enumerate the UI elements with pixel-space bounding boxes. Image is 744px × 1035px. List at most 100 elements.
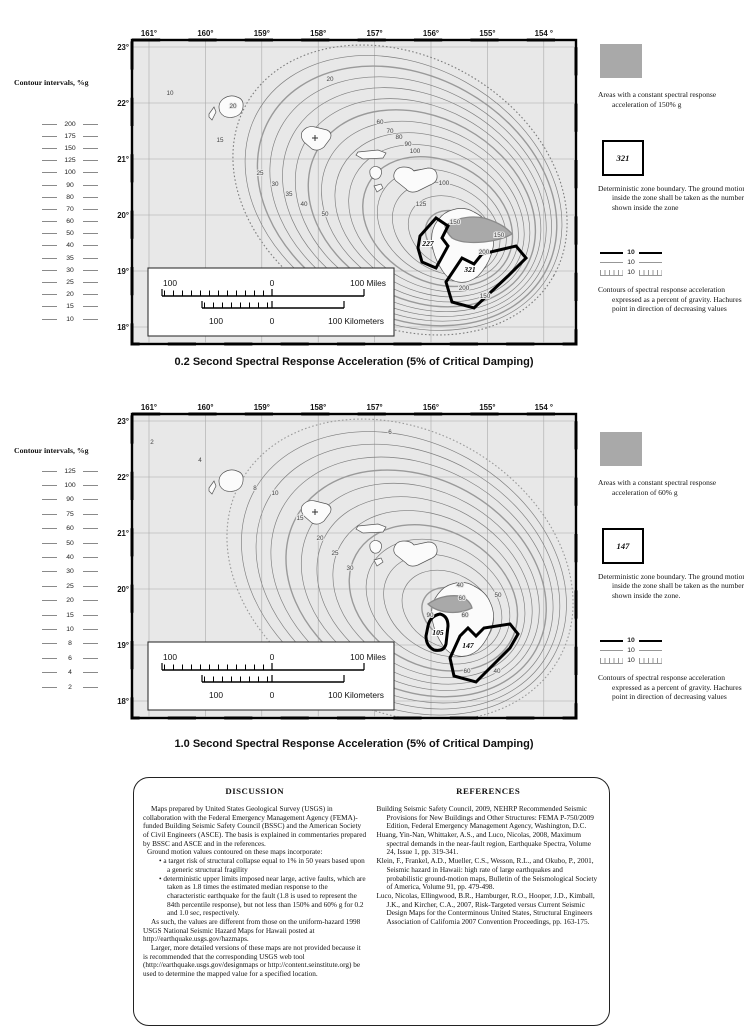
contour-interval-row: 60 [22,216,118,228]
contour-line-sample [83,485,98,487]
contour-line-sample [42,686,57,688]
longitude-label: 160° [197,403,213,412]
contour-interval-value: 15 [66,303,74,311]
contour-line-sample [42,257,57,259]
latitude-labels: 23°22°21°20°19°18° [117,43,129,332]
deterministic-zone-105 [424,612,450,652]
latitude-label: 21° [117,155,129,164]
contour-interval-row: 10 [22,622,118,636]
contour-interval-row: 100 [22,478,118,492]
contour-interval-value: 50 [66,230,74,238]
contour-sample-solid: 10 [600,636,744,646]
discussion-title: DISCUSSION [225,786,285,796]
contour-interval-legend-title: Contour intervals, %g [14,446,89,455]
contour-interval-row: 20 [22,289,118,301]
contour-sample-gray: 10 [600,646,744,656]
longitude-label: 155° [479,29,495,38]
gray-line-sample [639,650,662,652]
contour-value-label: 200 [479,249,490,256]
deterministic-zone-sample: 147 [602,527,644,564]
scale-miles-right: 100 Miles [350,652,386,662]
contour-interval-value: 25 [66,582,74,590]
contour-interval-value: 25 [66,279,74,287]
references-body: Building Seismic Safety Council, 2009, N… [377,805,601,927]
scale-miles-left: 100 [163,278,177,288]
contour-value-label: 125 [416,201,427,208]
contour-interval-row: 150 [22,142,118,154]
contour-sample-value: 10 [627,269,635,277]
island-kauai [218,95,244,118]
contour-line-sample [42,160,57,162]
island-molokai [355,523,387,534]
deterministic-zone-description: Deterministic zone boundary. The ground … [598,183,744,213]
contour-samples: 10 10 10 [598,248,744,278]
deterministic-zone-description: Deterministic zone boundary. The ground … [598,571,744,601]
gray-area-swatch [600,432,642,466]
latitude-label: 23° [117,417,129,426]
contour-line-sample [83,184,98,186]
contour-value-label: 150 [494,232,505,239]
scale-miles-right: 100 Miles [350,278,386,288]
island-niihau [208,106,217,121]
contour-interval-row: 100 [22,167,118,179]
contour-line-sample [83,123,98,125]
scale-miles-left: 100 [163,652,177,662]
contour-line-sample [83,318,98,320]
contour-interval-row: 40 [22,550,118,564]
discussion-paragraph: deterministic upper limits imposed near … [159,875,367,918]
reference-item: Klein, F., Frankel, A.D., Mueller, C.S.,… [376,857,598,892]
contour-interval-row: 200 [22,118,118,130]
constant-acceleration-area-60g [426,595,473,614]
contour-interval-row: 175 [22,130,118,142]
contour-description: Contours of spectral response accelerati… [598,672,742,702]
contour-value-label: 30 [346,565,354,572]
contour-interval-value: 40 [66,554,74,562]
longitude-label: 158° [310,403,326,412]
contour-line-sample [42,294,57,296]
latitude-label: 20° [117,585,129,594]
contour-interval-row: 125 [22,464,118,478]
contour-value-label: 8 [253,485,257,492]
contour-interval-value: 75 [66,510,74,518]
scale-km-zero: 0 [270,316,275,326]
contour-value-label: 100 [410,148,421,155]
scale-bar-box [147,641,395,711]
contour-interval-value: 30 [66,266,74,274]
contour-line-sample [42,233,57,235]
contour-value-label: 200 [459,285,470,292]
longitude-label: 157° [367,403,383,412]
contour-interval-value: 125 [64,157,76,165]
map-legend-1.0s: Areas with a constant spectral response … [598,432,744,702]
contour-sample-value: 10 [627,637,635,645]
longitude-label: 161° [141,29,157,38]
contour-interval-value: 150 [64,144,76,152]
contour-interval-value: 70 [66,205,74,213]
longitude-label: 154 ° [535,403,553,412]
contour-line-sample [83,172,98,174]
contour-value-label: 35 [285,191,293,198]
contour-line-sample [83,470,98,472]
contour-interval-row: 25 [22,276,118,288]
contour-line-sample [83,294,98,296]
contour-value-label: 20 [229,103,237,110]
scale-km-right: 100 Kilometers [328,690,384,700]
zone-number-label: 227 [421,239,435,248]
contour-interval-value: 100 [64,482,76,490]
contour-interval-row: 75 [22,507,118,521]
latitude-label: 22° [117,99,129,108]
gray-line-sample [600,650,623,652]
contour-interval-row: 70 [22,203,118,215]
contour-line-sample [42,585,57,587]
contour-interval-value: 200 [64,120,76,128]
solid-line-sample [639,251,662,254]
contour-samples: 10 10 10 [598,636,744,666]
contour-interval-row: 60 [22,522,118,536]
contour-value-label: 70 [386,128,394,135]
contour-interval-row: 25 [22,579,118,593]
contour-value-label: 2 [150,439,154,446]
